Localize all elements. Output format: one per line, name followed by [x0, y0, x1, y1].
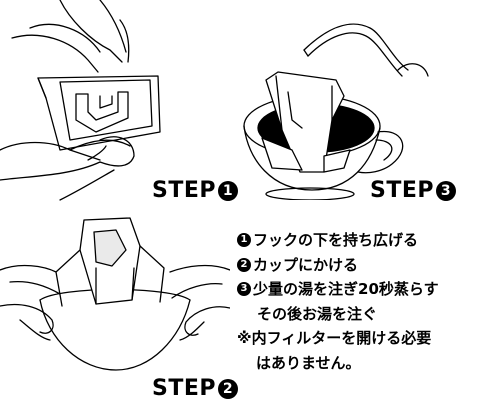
note-mark: ※	[237, 329, 252, 347]
step2-number-badge: 2	[218, 379, 239, 399]
step3-illustration	[232, 0, 480, 200]
instruction-text: カップにかける	[253, 255, 359, 274]
step2-illustration	[0, 210, 230, 380]
instruction-item-3-continuation: その後お湯を注ぐ	[257, 304, 378, 323]
instructions-list: 1 フックの下を持ち広げる 2 カップにかける 3 少量の湯を注ぎ20秒蒸らす …	[237, 228, 477, 375]
step3-number-badge: 3	[436, 181, 457, 201]
step3-label: STEP 3	[370, 180, 457, 202]
note-text: 内フィルターを開ける必要	[251, 329, 432, 347]
instruction-text: 少量の湯を注ぎ20秒蒸らす	[253, 280, 439, 298]
instruction-item-1: 1 フックの下を持ち広げる	[237, 228, 477, 253]
step1-label: STEP 1	[152, 180, 239, 202]
instruction-number-badge: 3	[237, 282, 251, 297]
instruction-number-badge: 2	[237, 257, 251, 272]
instruction-item-2: 2 カップにかける	[237, 253, 477, 278]
step2-label: STEP 2	[152, 378, 239, 400]
instruction-number-badge: 1	[237, 233, 251, 248]
note-line: ※ 内フィルターを開ける必要	[237, 326, 477, 351]
step1-illustration	[0, 0, 230, 210]
instruction-text: フックの下を持ち広げる	[253, 231, 419, 249]
instruction-item-3: 3 少量の湯を注ぎ20秒蒸らす	[237, 277, 477, 302]
note-continuation: はありません。	[256, 353, 361, 372]
step1-number-badge: 1	[218, 181, 239, 201]
